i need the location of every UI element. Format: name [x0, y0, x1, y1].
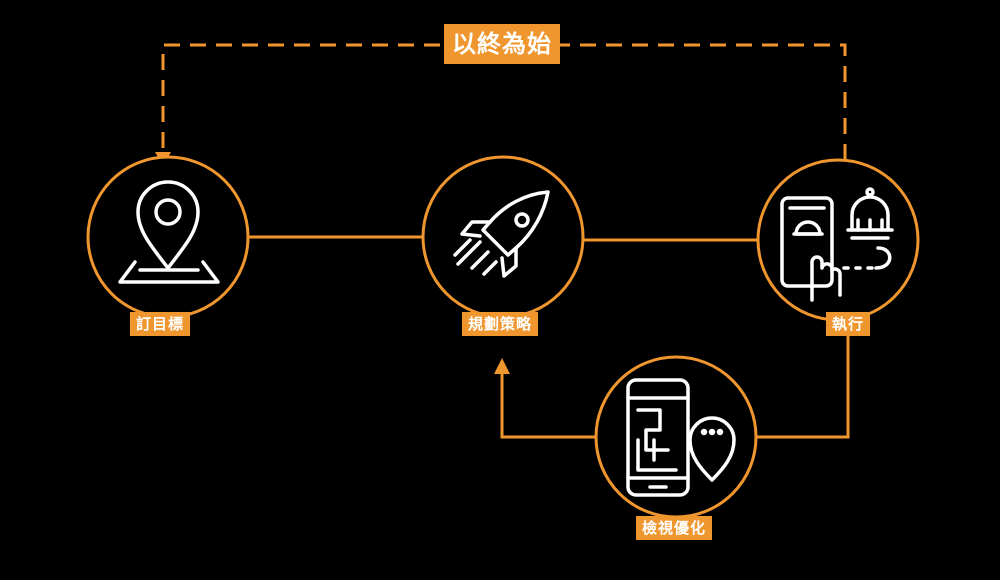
connector-review-to-strategy — [500, 372, 596, 439]
node-plan-strategy-label: 規劃策略 — [461, 312, 539, 336]
rocket-icon — [453, 190, 550, 278]
connector-execute-to-review — [755, 320, 850, 439]
node-execute-label: 執行 — [825, 312, 871, 336]
phone-map-icon — [626, 378, 736, 497]
phone-tap-icon — [780, 187, 894, 302]
loop-label: 以終為始 — [444, 24, 560, 64]
map-pin-icon — [118, 180, 220, 284]
node-plan-strategy-circle — [421, 155, 585, 319]
review-to-strategy-arrowhead — [494, 358, 510, 374]
node-set-goal-label: 訂目標 — [129, 312, 191, 336]
node-review-optimize-label: 檢視優化 — [635, 516, 713, 540]
